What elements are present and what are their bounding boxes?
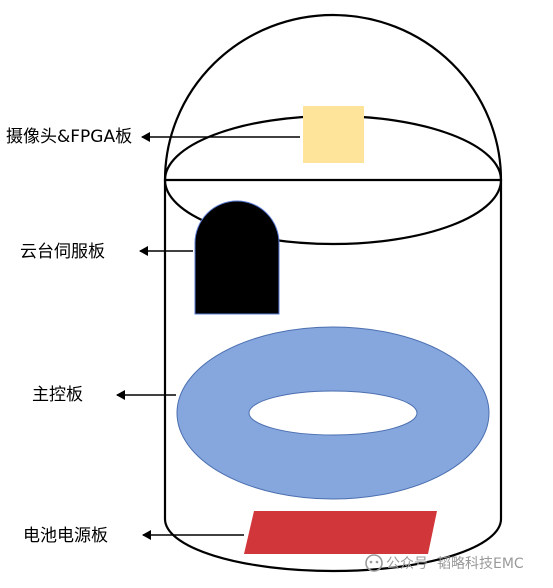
camera-fpga-board	[303, 106, 364, 163]
label-main-control: 主控板	[32, 385, 83, 405]
wechat-icon-dot	[375, 560, 379, 564]
battery-power-board	[244, 511, 437, 554]
label-gimbal-servo: 云台伺服板	[20, 242, 105, 262]
gimbal-servo-board	[194, 200, 280, 315]
main-control-board	[176, 326, 490, 500]
cylinder-bottom-arc	[163, 518, 503, 573]
wechat-icon	[365, 554, 383, 572]
dome-outline	[163, 13, 503, 181]
watermark: 公众号 韬略科技EMC	[365, 554, 524, 572]
watermark-account: 韬略科技EMC	[437, 556, 524, 572]
wechat-icon-dot	[369, 560, 373, 564]
label-battery-power: 电池电源板	[23, 526, 108, 546]
watermark-prefix: 公众号	[386, 556, 428, 572]
label-camera-fpga: 摄像头&FPGA板	[6, 127, 132, 147]
